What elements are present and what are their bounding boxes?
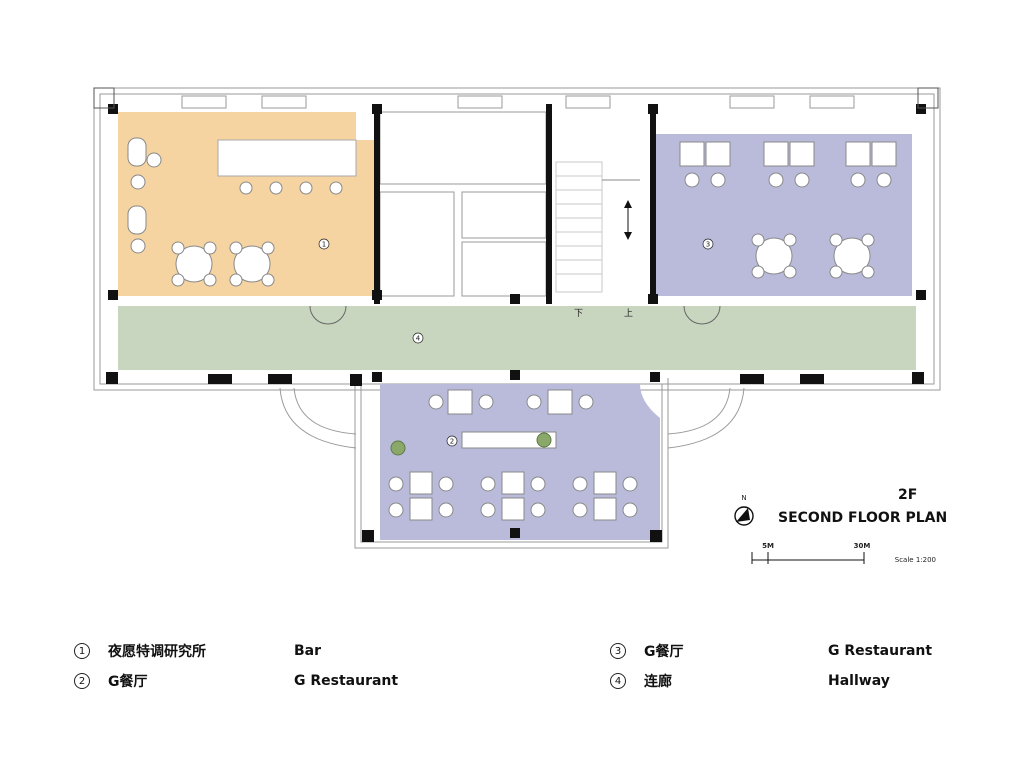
scale-text: Scale 1:200: [895, 556, 936, 564]
svg-text:3: 3: [706, 241, 710, 249]
legend-number: 3: [610, 643, 626, 659]
legend-row-3: 3 G餐厅 G Restaurant: [610, 640, 940, 662]
floor-plan-drawing: 下 上 1 2 3 4 N 5M 30M Scale 1:200: [93, 87, 941, 564]
legend-row-4: 4 连廊 Hallway: [610, 670, 940, 692]
bar-tables: [171, 241, 275, 287]
room-marker-3: 3: [702, 238, 714, 250]
scale-tick-5m: 5M: [762, 542, 774, 550]
legend-number: 4: [610, 673, 626, 689]
top-windows: [181, 95, 855, 109]
legend-cn-label: 连廊: [644, 674, 672, 690]
restaurant-room-2: [380, 384, 660, 540]
legend-en-label: Hallway: [828, 673, 890, 689]
legend-en-label: Bar: [294, 643, 322, 659]
bar-counter: [217, 139, 357, 177]
walls: [93, 87, 939, 542]
floor-code: 2F: [898, 487, 918, 503]
service-rooms: [379, 111, 547, 297]
hallway-room: [118, 306, 916, 370]
room-marker-2: 2: [446, 435, 458, 447]
legend-cn-label: G餐厅: [644, 644, 684, 660]
stair-up-label: 上: [624, 308, 633, 319]
svg-text:N: N: [741, 494, 746, 502]
legend-cn-label: 夜愿特调研究所: [108, 644, 206, 660]
room-marker-4: 4: [412, 332, 424, 344]
legend-en-label: G Restaurant: [828, 643, 933, 659]
legend-en-label: G Restaurant: [294, 673, 399, 689]
legend-row-2: 2 G餐厅 G Restaurant: [74, 670, 414, 692]
floor-plan-title: SECOND FLOOR PLAN: [778, 510, 948, 526]
restaurant-3-tables: [679, 141, 897, 279]
stair-down-label: 下: [574, 309, 583, 319]
doors: [309, 305, 721, 325]
scale-tick-30m: 30M: [854, 542, 871, 550]
entrance-ramps: [279, 387, 745, 449]
legend-number: 1: [74, 643, 90, 659]
svg-text:2: 2: [450, 438, 454, 446]
plant-icon: [390, 432, 552, 456]
room-marker-1: 1: [318, 238, 330, 250]
stair-core: [555, 161, 640, 293]
svg-text:4: 4: [416, 335, 421, 343]
legend-number: 2: [74, 673, 90, 689]
scale-bar: [751, 552, 865, 564]
svg-text:1: 1: [322, 241, 326, 249]
north-arrow-icon: N: [734, 494, 754, 526]
stair-arrows: [624, 200, 632, 240]
restroom-fixtures: [127, 137, 162, 254]
bar-stools: [239, 181, 343, 195]
legend-row-1: 1 夜愿特调研究所 Bar: [74, 640, 374, 662]
restaurant-2-tables: [388, 389, 638, 521]
legend-cn-label: G餐厅: [108, 674, 148, 690]
